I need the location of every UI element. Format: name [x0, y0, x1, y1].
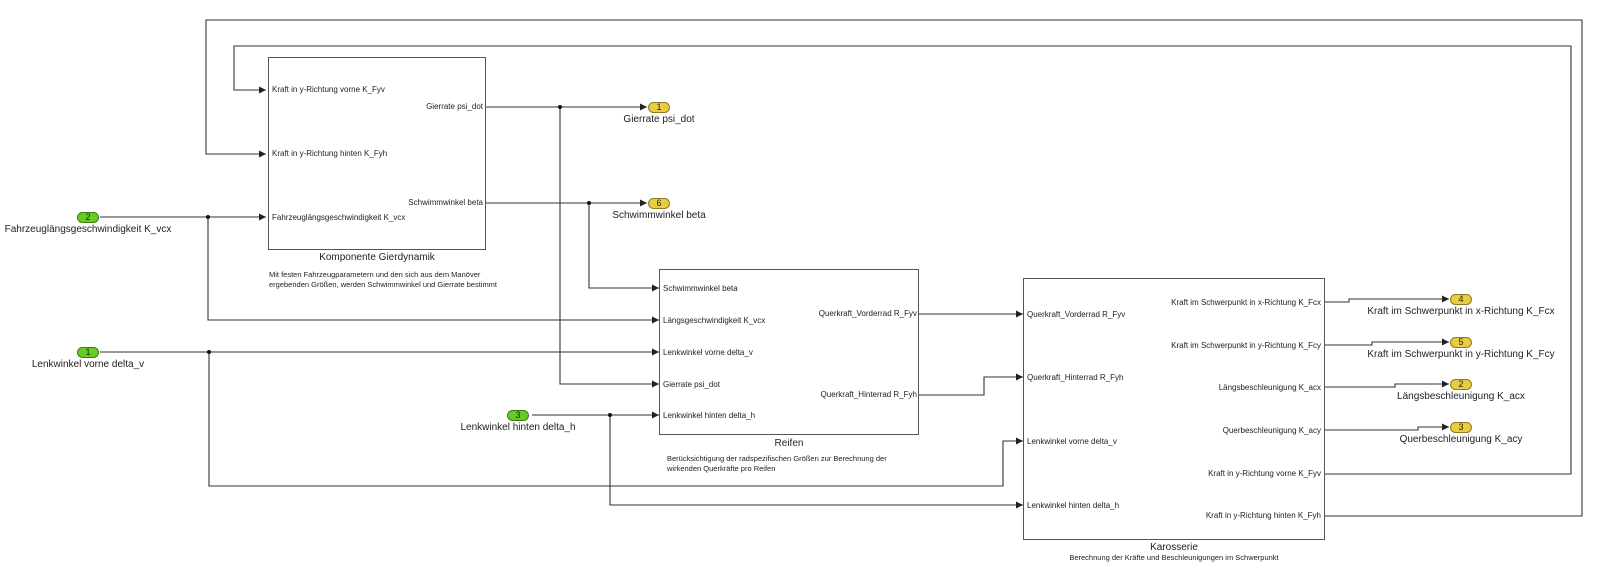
gier-input-kfyv: Kraft in y-Richtung vorne K_Fyv [272, 85, 385, 94]
outport-label-psidot: Gierrate psi_dot [623, 114, 695, 125]
branch-point [207, 350, 211, 354]
reifen-input-beta: Schwimmwinkel beta [663, 284, 738, 293]
gier-input-vcx: Fahrzeuglängsgeschwindigkeit K_vcx [272, 213, 406, 222]
karo-output-kfcy: Kraft im Schwerpunkt in y-Richtung K_Fcy [1171, 341, 1321, 350]
outport-kacy[interactable]: 3 [1450, 422, 1472, 433]
wire-deltav-karosserie[interactable] [208, 352, 1023, 487]
karo-input-rfyh: Querkraft_Hinterrad R_Fyh [1027, 373, 1124, 382]
karo-output-kacx: Längsbeschleunigung K_acx [1218, 383, 1321, 392]
outport-beta[interactable]: 6 [648, 198, 670, 209]
wire-kacx[interactable] [1324, 380, 1449, 388]
karo-output-kfcx: Kraft im Schwerpunkt in x-Richtung K_Fcx [1171, 298, 1321, 307]
block-gierdynamik[interactable] [268, 57, 486, 250]
outport-label-kfcy: Kraft im Schwerpunkt in y-Richtung K_Fcy [1367, 349, 1555, 360]
wire-kacy[interactable] [1324, 423, 1449, 431]
wire-kfyv-feedback[interactable] [233, 45, 1572, 475]
inport-label-deltav: Lenkwinkel vorne delta_v [31, 359, 145, 370]
inport-label-deltah: Lenkwinkel hinten delta_h [460, 422, 576, 433]
gier-output-beta: Schwimmwinkel beta [408, 198, 483, 207]
karo-output-kacy: Querbeschleunigung K_acy [1222, 426, 1321, 435]
gier-input-kfyh: Kraft in y-Richtung hinten K_Fyh [272, 149, 388, 158]
karo-input-rfyv: Querkraft_Vorderrad R_Fyv [1027, 310, 1126, 319]
branch-point [558, 105, 562, 109]
block-desc-gierdynamik-2: ergebenden Größen, werden Schwimmwinkel … [269, 280, 498, 289]
outport-label-kacx: Längsbeschleunigung K_acx [1397, 391, 1525, 402]
branch-point [587, 201, 591, 205]
outport-kacx[interactable]: 2 [1450, 379, 1472, 390]
wire-kfcx[interactable] [1324, 295, 1449, 303]
block-title-reifen: Reifen [774, 438, 804, 449]
wire-beta-reifen[interactable] [588, 203, 659, 292]
outport-psidot[interactable]: 1 [648, 102, 670, 113]
karo-input-deltav: Lenkwinkel vorne delta_v [1027, 437, 1117, 446]
wire-deltah-karosserie[interactable] [609, 415, 1023, 509]
reifen-input-psidot: Gierrate psi_dot [663, 380, 720, 389]
gier-output-psidot: Gierrate psi_dot [426, 102, 483, 111]
block-karosserie[interactable] [1023, 278, 1325, 540]
inport-vcx[interactable]: 2 [77, 212, 99, 223]
reifen-output-rfyh: Querkraft_Hinterrad R_Fyh [820, 390, 917, 399]
inport-label-vcx: Fahrzeuglängsgeschwindigkeit K_vcx [4, 224, 172, 235]
block-title-karosserie: Karosserie [1150, 542, 1198, 553]
reifen-input-vcx: Längsgeschwindigkeit K_vcx [663, 316, 766, 325]
karo-output-kfyh: Kraft in y-Richtung hinten K_Fyh [1205, 511, 1321, 520]
wire-psidot-reifen[interactable] [559, 107, 659, 388]
reifen-input-deltah: Lenkwinkel hinten delta_h [663, 411, 756, 420]
karo-input-deltah: Lenkwinkel hinten delta_h [1027, 501, 1120, 510]
outport-kfcx[interactable]: 4 [1450, 294, 1472, 305]
block-desc-reifen-1: Berücksichtigung der radspezifischen Grö… [667, 454, 887, 463]
block-desc-gierdynamik-1: Mit festen Fahrzeugparametern und den si… [269, 270, 481, 279]
branch-point [608, 413, 612, 417]
inport-deltah[interactable]: 3 [507, 410, 529, 421]
outport-label-kfcx: Kraft im Schwerpunkt in x-Richtung K_Fcx [1367, 306, 1555, 317]
wire-vcx-reifen[interactable] [207, 217, 659, 324]
karo-output-kfyv: Kraft in y-Richtung vorne K_Fyv [1208, 469, 1321, 478]
wire-rfyh[interactable] [918, 373, 1023, 396]
reifen-input-deltav: Lenkwinkel vorne delta_v [663, 348, 753, 357]
outport-kfcy[interactable]: 5 [1450, 337, 1472, 348]
reifen-output-rfyv: Querkraft_Vorderrad R_Fyv [818, 309, 917, 318]
block-desc-karosserie: Berechnung der Kräfte und Beschleunigung… [1069, 553, 1279, 562]
block-desc-reifen-2: wirkenden Querkräfte pro Reifen [667, 464, 776, 473]
outport-label-kacy: Querbeschleunigung K_acy [1399, 434, 1523, 445]
outport-label-beta: Schwimmwinkel beta [612, 210, 706, 221]
block-title-gierdynamik: Komponente Gierdynamik [319, 252, 435, 263]
wire-kfcy[interactable] [1324, 338, 1449, 346]
inport-deltav[interactable]: 1 [77, 347, 99, 358]
wire-kfyh-feedback[interactable] [205, 19, 1583, 517]
branch-point [206, 215, 210, 219]
block-reifen[interactable] [659, 269, 919, 435]
